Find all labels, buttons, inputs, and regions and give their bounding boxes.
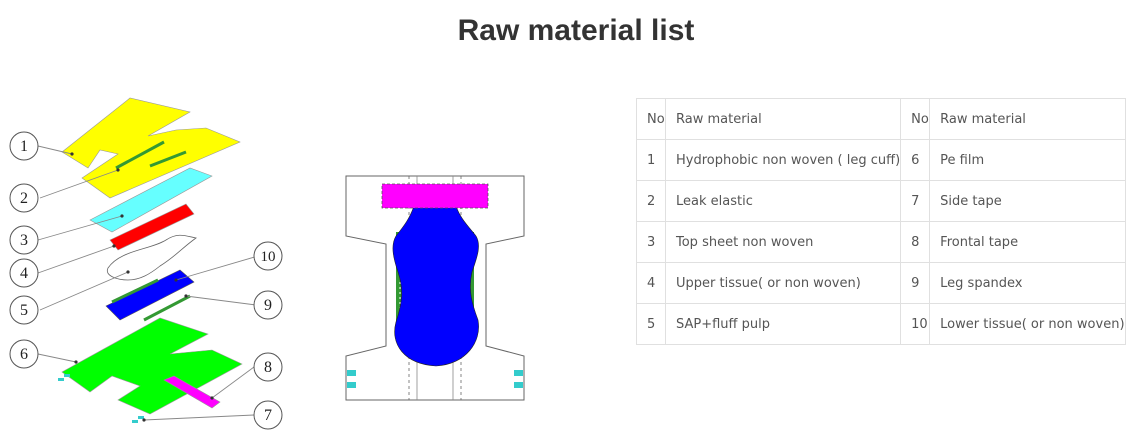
leader-lines — [37, 145, 259, 421]
callout-label: 10 — [261, 249, 276, 265]
header-cell: Raw material — [929, 98, 1126, 140]
table-cell: Leg spandex — [929, 262, 1126, 304]
sap-pulp-layer — [106, 234, 197, 281]
leak-elastic-strip — [115, 140, 165, 170]
table-cell: SAP+fluff pulp — [664, 303, 902, 345]
raw-material-table: No Raw material No Raw material 1 Hydrop… — [636, 98, 1126, 345]
table-row: 2 Leak elastic 7 Side tape — [636, 180, 1126, 222]
table-cell: 5 — [636, 303, 666, 345]
side-tape-piece — [64, 374, 70, 377]
header-cell: No — [636, 98, 666, 140]
table-cell: Pe film — [929, 139, 1126, 181]
callout-label: 8 — [264, 359, 272, 376]
side-tape — [347, 382, 356, 388]
side-tape — [514, 382, 523, 388]
side-tape-piece — [58, 378, 64, 381]
callout-label: 3 — [20, 232, 28, 249]
header-cell: Raw material — [664, 98, 902, 140]
table-cell: Frontal tape — [929, 221, 1126, 263]
table-cell: 4 — [636, 262, 666, 304]
table-cell: 10 — [900, 303, 931, 345]
table-cell: 8 — [900, 221, 931, 263]
table-cell: Top sheet non woven — [664, 221, 902, 263]
leader-dots — [70, 152, 214, 422]
leg-spandex-strip — [111, 278, 159, 304]
table-row: 5 SAP+fluff pulp 10 Lower tissue( or non… — [636, 303, 1126, 345]
callout-label: 2 — [20, 190, 28, 207]
table-cell: Hydrophobic non woven ( leg cuff) — [664, 139, 902, 181]
table-cell: 9 — [900, 262, 931, 304]
table-cell: Upper tissue( or non woven) — [664, 262, 902, 304]
callout-label: 5 — [20, 302, 28, 319]
table-row: 1 Hydrophobic non woven ( leg cuff) 6 Pe… — [636, 139, 1126, 181]
callout-label: 6 — [20, 346, 28, 363]
table-cell: 3 — [636, 221, 666, 263]
table-row: 4 Upper tissue( or non woven) 9 Leg span… — [636, 262, 1126, 304]
table-cell: 2 — [636, 180, 666, 222]
table-cell: 6 — [900, 139, 931, 181]
callout-label: 9 — [264, 297, 272, 314]
frontal-tape — [381, 183, 489, 209]
side-tape-piece — [132, 420, 138, 423]
leak-elastic-strip — [149, 150, 187, 168]
callout-label: 7 — [264, 407, 272, 424]
table-header-row: No Raw material No Raw material — [636, 98, 1126, 140]
table-cell: Side tape — [929, 180, 1126, 222]
table-row: 3 Top sheet non woven 8 Frontal tape — [636, 221, 1126, 263]
diaper-diagram: 1 2 3 4 5 6 10 9 8 7 — [9, 97, 525, 430]
side-tape-piece — [138, 416, 144, 419]
page-title: Raw material list — [457, 14, 695, 47]
assembled-diaper — [345, 175, 525, 401]
table-cell: 7 — [900, 180, 931, 222]
frontal-tape-layer — [163, 375, 221, 409]
callout-circles — [9, 131, 283, 430]
table-cell: Lower tissue( or non woven) — [929, 303, 1126, 345]
table-cell: 1 — [636, 139, 666, 181]
absorbent-core — [392, 205, 479, 367]
header-cell: No — [900, 98, 931, 140]
side-tape — [514, 370, 523, 376]
side-tape — [347, 370, 356, 376]
leg-spandex-strip — [143, 294, 191, 322]
callout-label: 4 — [20, 265, 28, 282]
table-cell: Leak elastic — [664, 180, 902, 222]
callout-label: 1 — [20, 138, 28, 155]
